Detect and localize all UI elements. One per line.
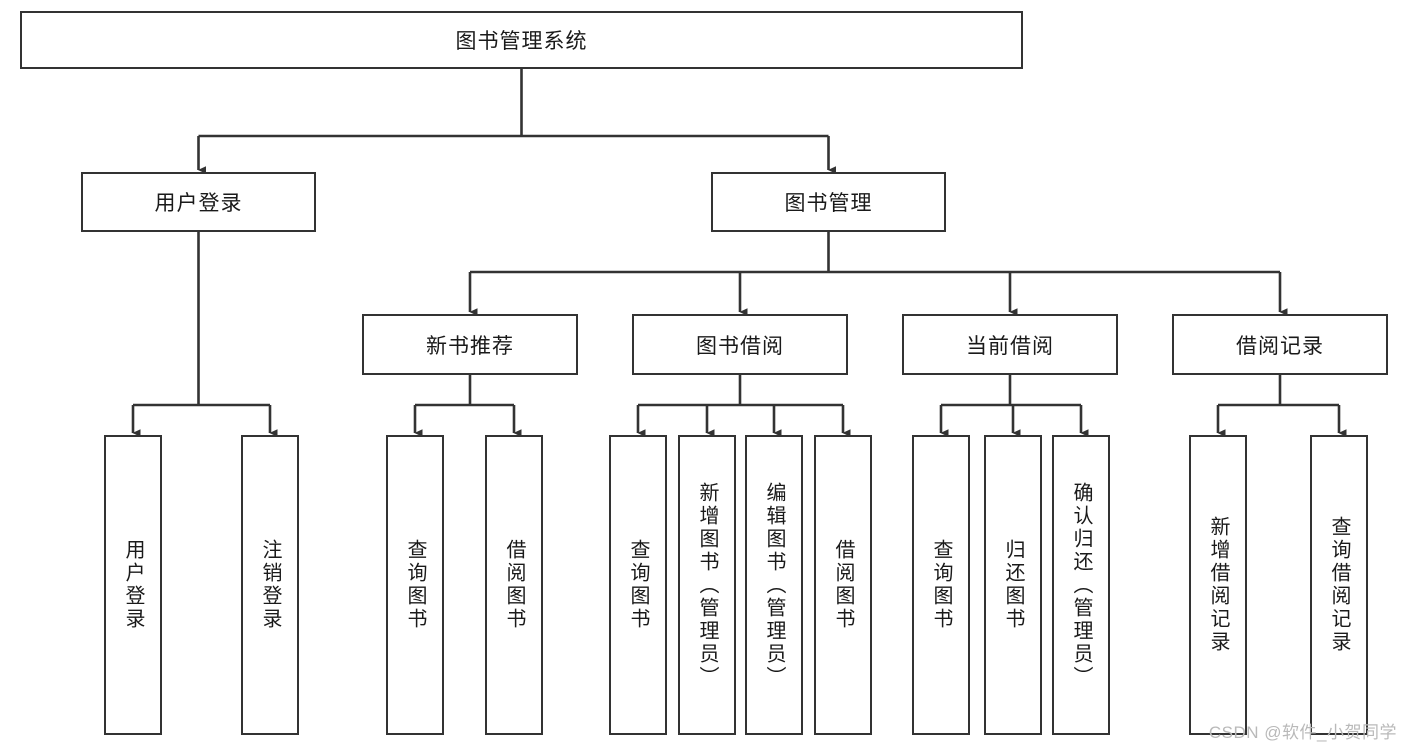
node-new-book-recommend[interactable]: 新书推荐 (362, 314, 578, 375)
node-current-borrow[interactable]: 当前借阅 (902, 314, 1118, 375)
leaf-user-logout[interactable]: 注销登录 (241, 435, 299, 735)
csdn-watermark: CSDN @软件_小贺同学 (1208, 723, 1397, 742)
node-book-borrow[interactable]: 图书借阅 (632, 314, 848, 375)
leaf-recommend-query-book[interactable]: 查询图书 (386, 435, 444, 735)
leaf-current-return-book[interactable]: 归还图书 (984, 435, 1042, 735)
leaf-current-query-book[interactable]: 查询图书 (912, 435, 970, 735)
leaf-current-confirm-return-admin[interactable]: 确认归还（管理员） (1052, 435, 1110, 735)
leaf-borrow-query-book[interactable]: 查询图书 (609, 435, 667, 735)
leaf-record-query-borrow-record[interactable]: 查询借阅记录 (1310, 435, 1368, 735)
leaf-borrow-edit-book-admin[interactable]: 编辑图书（管理员） (745, 435, 803, 735)
node-book-management-module[interactable]: 图书管理 (711, 172, 946, 232)
leaf-user-login[interactable]: 用户登录 (104, 435, 162, 735)
leaf-borrow-add-book-admin[interactable]: 新增图书（管理员） (678, 435, 736, 735)
leaf-record-add-borrow-record[interactable]: 新增借阅记录 (1189, 435, 1247, 735)
node-user-login-module[interactable]: 用户登录 (81, 172, 316, 232)
leaf-recommend-borrow-book[interactable]: 借阅图书 (485, 435, 543, 735)
node-borrow-record[interactable]: 借阅记录 (1172, 314, 1388, 375)
node-root[interactable]: 图书管理系统 (20, 11, 1023, 69)
leaf-borrow-borrow-book[interactable]: 借阅图书 (814, 435, 872, 735)
